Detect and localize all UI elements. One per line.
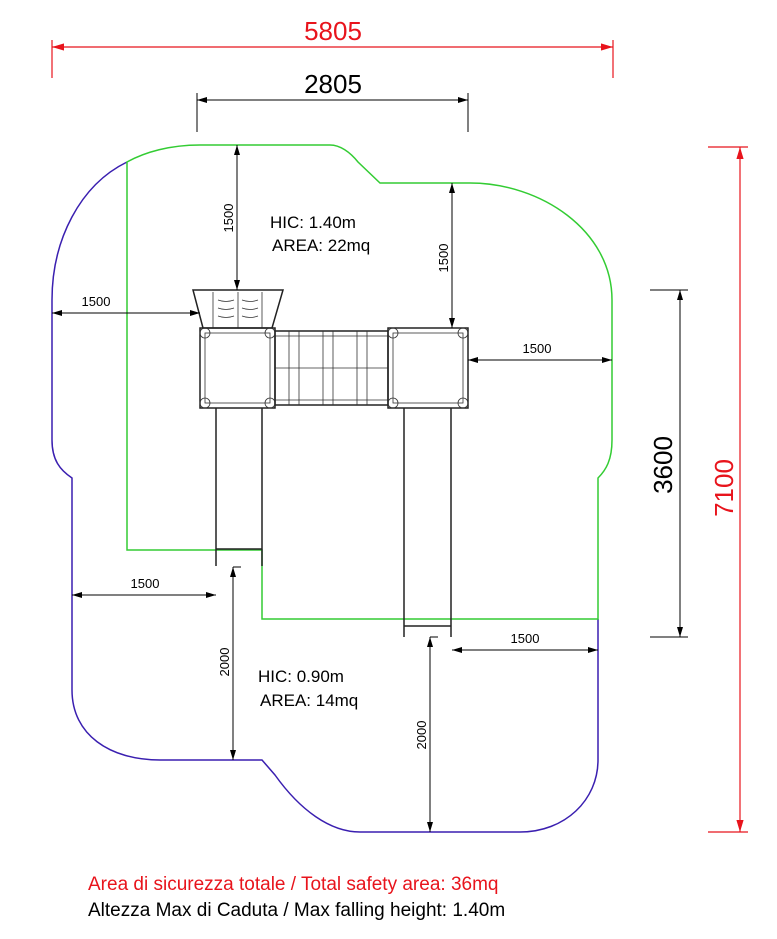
left-slide: [215, 408, 263, 566]
right-tower-deck: [387, 327, 469, 409]
upper-zone-area: AREA: 22mq: [272, 236, 370, 255]
left-side-clearance-label: 1500: [82, 294, 111, 309]
structure-width-label: 2805: [304, 69, 362, 99]
lower-zone-area: AREA: 14mq: [260, 691, 358, 710]
total-depth-label: 7100: [709, 459, 739, 517]
lower-zone-hic: HIC: 0.90m: [258, 667, 344, 686]
total-width-label: 5805: [304, 16, 362, 46]
right-slide: [403, 408, 452, 637]
top-left-clearance-label: 1500: [221, 204, 236, 233]
left-slide-exit-label: 2000: [217, 648, 232, 677]
upper-zone-hic: HIC: 1.40m: [270, 213, 356, 232]
left-slide-side-label: 1500: [131, 576, 160, 591]
lower-safety-zone-boundary: [51, 161, 599, 833]
total-depth-dimension: 7100: [708, 146, 748, 833]
upper-safety-zone-boundary: [126, 144, 613, 620]
right-side-clearance-label: 1500: [523, 341, 552, 356]
right-slide-side-label: 1500: [511, 631, 540, 646]
max-fall-height-note: Altezza Max di Caduta / Max falling heig…: [88, 900, 505, 921]
total-safety-area-note: Area di sicurezza totale / Total safety …: [88, 874, 498, 895]
right-slide-exit-label: 2000: [414, 721, 429, 750]
left-tower-deck: [199, 327, 276, 409]
structure-depth-dimension: 3600: [648, 289, 688, 638]
structure-depth-label: 3600: [648, 436, 678, 494]
total-width-dimension: 5805: [51, 16, 614, 78]
structure-width-dimension: 2805: [196, 69, 469, 132]
top-right-clearance-label: 1500: [436, 244, 451, 273]
clearance-dimensions: 1500 1500 1500 1500 1500 1500 2000 2000: [52, 145, 612, 832]
play-structure: [192, 289, 469, 637]
